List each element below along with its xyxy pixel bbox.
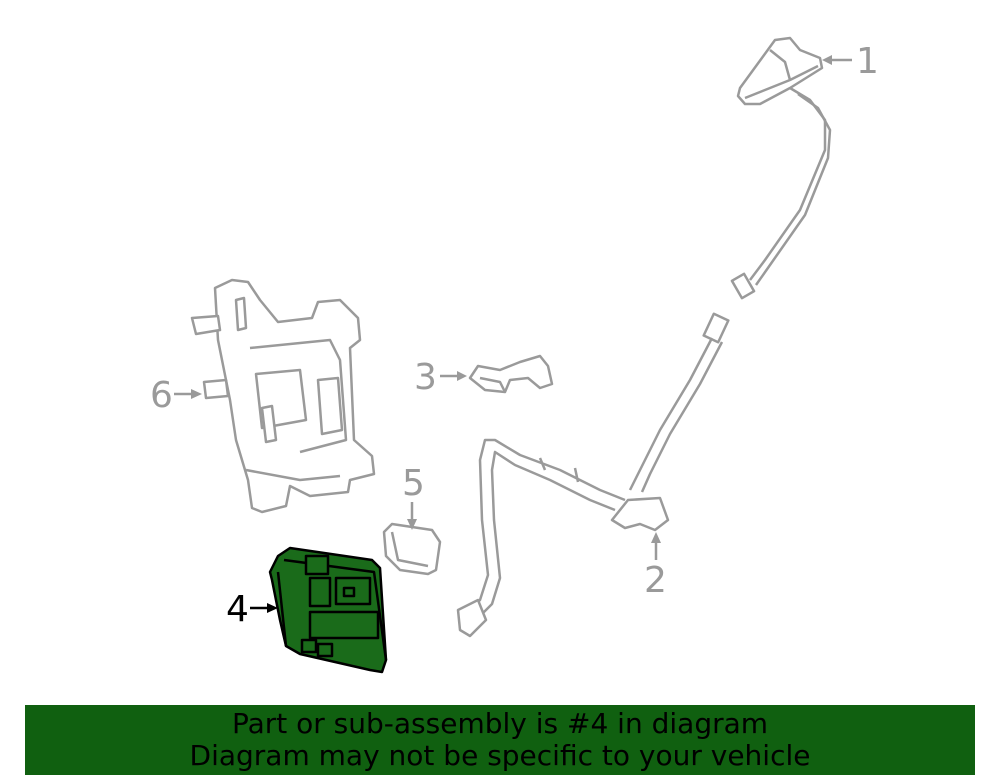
part-3-clip [468,354,554,394]
callout-4-label: 4 [226,589,249,630]
callout-3: 3 [414,357,467,398]
callout-2: 2 [644,532,667,601]
banner-line-2: Diagram may not be specific to your vehi… [189,739,811,772]
callout-2-label: 2 [644,560,667,601]
banner-line-1: Part or sub-assembly is #4 in diagram [231,707,769,740]
callout-1-label: 1 [856,41,879,82]
parts-diagram: 1 2 3 5 [150,36,879,674]
part-4-control-module [268,546,388,674]
callout-1: 1 [822,41,879,82]
callout-5-label: 5 [402,463,425,504]
callout-3-label: 3 [414,357,437,398]
part-6-bracket [190,278,376,514]
info-banner: Part or sub-assembly is #4 in diagram Di… [25,705,975,775]
callout-6: 6 [150,375,202,416]
callout-5: 5 [402,463,425,530]
part-2-cable [456,312,730,638]
callout-6-label: 6 [150,375,173,416]
part-1-antenna [730,36,832,300]
part-5-clip [382,522,442,576]
callout-4: 4 [226,589,278,630]
